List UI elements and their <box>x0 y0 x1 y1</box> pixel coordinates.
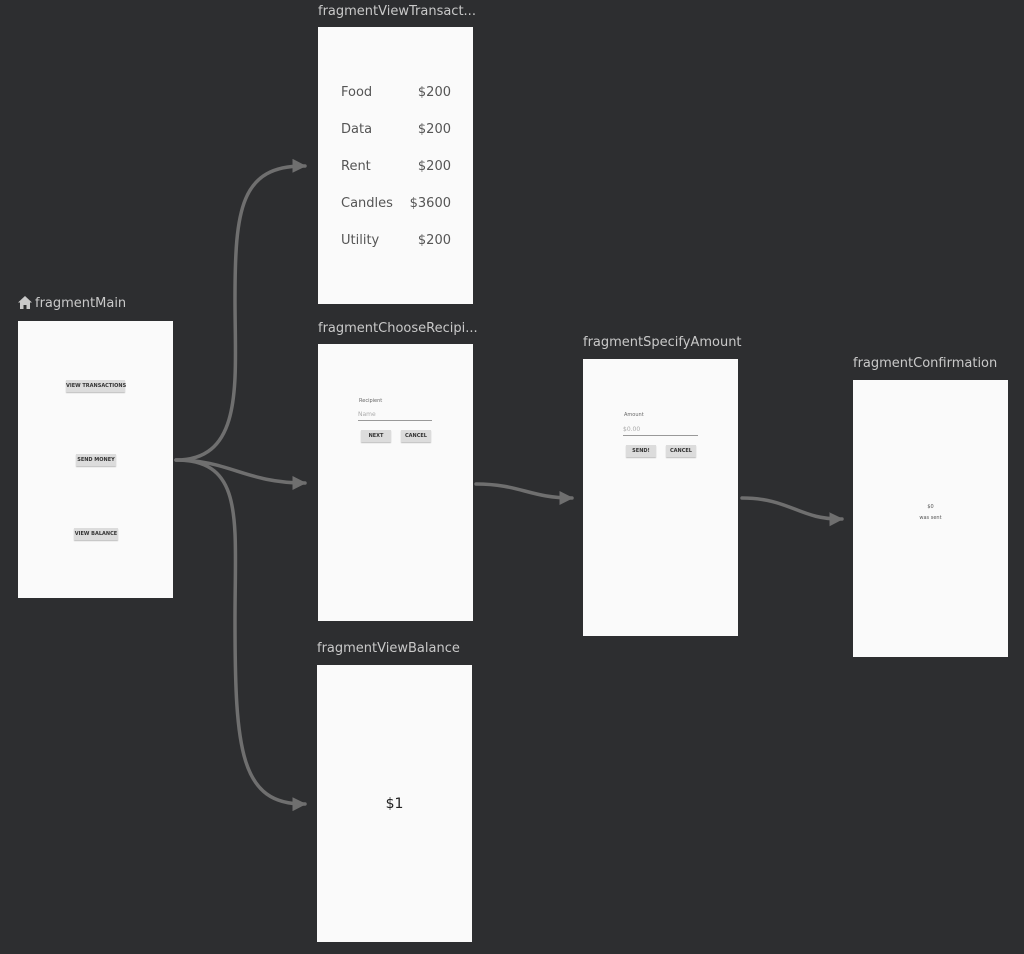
transaction-name: Data <box>341 122 373 137</box>
send-button[interactable]: SEND! <box>626 445 656 457</box>
home-icon <box>18 296 32 309</box>
recipient-label: Recipient <box>359 398 383 404</box>
view-balance-button[interactable]: VIEW BALANCE <box>74 528 118 540</box>
screen-specify-amount[interactable]: Amount $0.00 SEND! CANCEL <box>583 359 738 636</box>
screen-main[interactable]: VIEW TRANSACTIONS SEND MONEY VIEW BALANC… <box>18 321 173 598</box>
screen-view-transactions[interactable]: Food $200 Data $200 Rent $200 Candles $3… <box>318 27 473 304</box>
arrow-main-to-balance <box>174 458 307 812</box>
transaction-amount: $200 <box>417 122 451 137</box>
send-money-button[interactable]: SEND MONEY <box>76 454 116 466</box>
destination-label-choose-recipient: fragmentChooseRecipi... <box>318 321 478 336</box>
list-item: Candles $3600 <box>341 196 451 211</box>
transaction-amount: $3600 <box>409 196 451 211</box>
destination-title: fragmentMain <box>35 296 127 311</box>
transaction-name: Food <box>341 85 373 100</box>
list-item: Rent $200 <box>341 159 451 174</box>
cancel-button[interactable]: CANCEL <box>666 445 696 457</box>
destination-label-main: fragmentMain <box>18 296 126 311</box>
transaction-amount: $200 <box>417 85 451 100</box>
screen-choose-recipient[interactable]: Recipient Name NEXT CANCEL <box>318 344 473 621</box>
cancel-button[interactable]: CANCEL <box>401 430 431 442</box>
next-button[interactable]: NEXT <box>361 430 391 442</box>
amount-label: Amount <box>624 412 644 418</box>
destination-label-view-balance: fragmentViewBalance <box>317 641 460 656</box>
amount-input[interactable]: $0.00 <box>623 426 698 436</box>
transaction-amount: $200 <box>417 233 451 248</box>
confirmation-amount: $0 <box>927 504 934 510</box>
balance-value: $1 <box>385 796 404 812</box>
screen-view-balance[interactable]: $1 <box>317 665 472 942</box>
confirmation-message: was sent <box>919 515 942 521</box>
arrow-main-to-choose-recipient <box>174 458 307 490</box>
destination-label-specify-amount: fragmentSpecifyAmount <box>583 335 742 350</box>
destination-label-confirmation: fragmentConfirmation <box>853 356 998 371</box>
list-item: Food $200 <box>341 85 451 100</box>
list-item: Data $200 <box>341 122 451 137</box>
view-transactions-button[interactable]: VIEW TRANSACTIONS <box>66 380 126 392</box>
transaction-name: Utility <box>341 233 380 248</box>
list-item: Utility $200 <box>341 233 451 248</box>
arrow-amount-to-confirmation <box>740 496 844 527</box>
arrow-recipient-to-amount <box>474 482 574 505</box>
transaction-name: Candles <box>341 196 393 211</box>
screen-confirmation[interactable]: $0 was sent <box>853 380 1008 657</box>
destination-label-view-transactions: fragmentViewTransact... <box>318 4 476 19</box>
recipient-input[interactable]: Name <box>358 411 432 421</box>
transaction-name: Rent <box>341 159 371 174</box>
transaction-amount: $200 <box>417 159 451 174</box>
arrow-main-to-transactions <box>174 158 307 462</box>
